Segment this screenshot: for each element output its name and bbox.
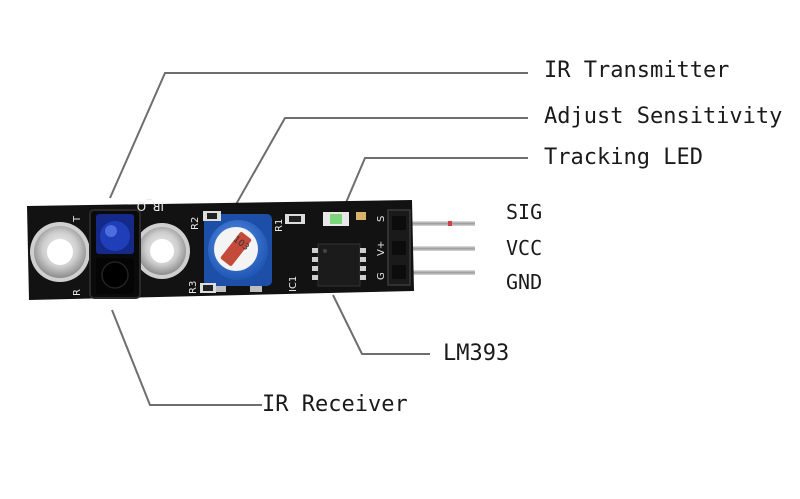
pcb-board: T R IR_O R2 R1 R3 IC1 S V+ G 103: [27, 199, 414, 300]
label-vcc: VCC: [506, 236, 543, 260]
ir-receiver-element: [101, 261, 129, 289]
silk-v-plus: V+: [376, 241, 387, 256]
silk-s: S: [376, 216, 387, 222]
label-lm393: LM393: [443, 341, 510, 366]
pin-gnd: [405, 270, 475, 275]
leader-tracking-led: [341, 157, 528, 213]
leader-lm393: [332, 294, 430, 355]
silk-ic1: IC1: [288, 276, 299, 292]
label-ir-transmitter: IR Transmitter: [544, 58, 730, 83]
silk-r2: R2: [190, 217, 201, 230]
ir-transmitter-led: [100, 221, 130, 251]
leader-ir-receiver: [111, 309, 262, 406]
pin-vcc: [405, 246, 475, 251]
pin-sig: [405, 221, 475, 226]
silk-r: R: [72, 289, 83, 296]
label-gnd: GND: [506, 270, 543, 294]
label-ir-receiver: IR Receiver: [262, 392, 408, 417]
label-adjust-sensitivity: Adjust Sensitivity: [544, 104, 783, 129]
lm393-chip: [312, 243, 366, 287]
leader-lines: [109, 72, 528, 406]
leader-ir-transmitter: [109, 72, 528, 199]
label-tracking-led: Tracking LED: [544, 145, 703, 170]
header-pins: [405, 221, 475, 275]
silk-r3: R3: [188, 281, 199, 294]
silk-t: T: [72, 215, 83, 223]
leader-adjust-sensitivity: [229, 117, 528, 216]
silk-ir-o: IR_O: [137, 199, 164, 213]
silk-r1: R1: [274, 219, 285, 232]
silk-g: G: [376, 272, 387, 280]
label-sig: SIG: [506, 200, 543, 224]
